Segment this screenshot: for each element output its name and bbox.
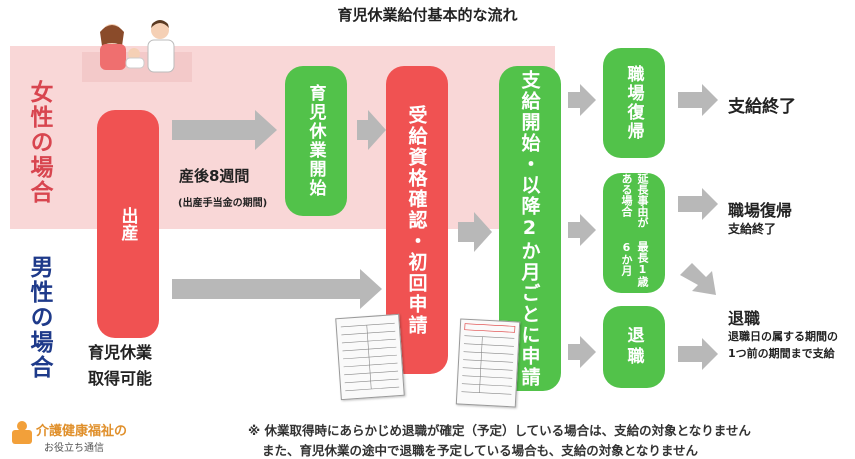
arrow-return-to-end — [678, 84, 718, 116]
payment-end-label: 支給終了 — [728, 97, 796, 117]
male-case-label: 男性の場合 — [26, 255, 52, 380]
retire-label: 退職 — [728, 309, 761, 328]
payment-start-box: 支給開始・以降2か月ごとに申請 — [499, 66, 561, 391]
return-work-label: 職場復帰 — [728, 201, 793, 220]
arrow-payment-to-extension — [568, 214, 596, 246]
arrow-birth-to-leave — [172, 110, 277, 150]
extension-box: 延長事由がある場合 最長1歳6か月 — [603, 173, 665, 293]
flow-arrows — [172, 84, 718, 370]
male-leave-line1: 育児休業 — [88, 343, 153, 362]
arrow-retire-to-end — [678, 338, 718, 370]
arrow-extension-to-retire — [680, 263, 716, 295]
retire-box: 退職 — [603, 306, 665, 388]
male-leave-available: 育児休業 取得可能 — [88, 340, 152, 392]
arrow-extension-to-return — [678, 188, 718, 220]
birth-box: 出産 — [97, 110, 159, 338]
retire-sub-label: 退職日の属する期間の 1つ前の期間まで支給 — [728, 328, 838, 362]
application-form-image — [335, 313, 405, 401]
note-line-1: ※ 休業取得時にあらかじめ退職が確定（予定）している場合は、支給の対象となりませ… — [248, 423, 751, 438]
maternity-allowance-note: (出産手当金の期間) — [178, 198, 268, 209]
extension-reason-text: 延長事由がある場合 — [620, 173, 649, 228]
retire-sub-line1: 退職日の属する期間の — [728, 330, 838, 343]
leave-start-box: 育児休業開始 — [285, 66, 347, 216]
arrow-payment-to-return — [568, 84, 596, 116]
arrow-male-to-confirm — [172, 269, 382, 309]
return-work-sub-label: 支給終了 — [728, 222, 777, 236]
female-case-label: 女性の場合 — [26, 80, 52, 205]
extension-limit-text: 最長1歳6か月 — [620, 240, 649, 287]
diagram-title: 育児休業給付基本的な流れ — [337, 6, 518, 24]
logo-sub-text: お役立ち通信 — [44, 443, 104, 454]
return-work-box: 職場復帰 — [603, 48, 665, 158]
logo-icon — [12, 421, 32, 444]
family-illustration — [82, 20, 192, 82]
male-leave-line2: 取得可能 — [88, 369, 153, 388]
postpartum-8weeks-label: 産後8週間 — [179, 167, 250, 185]
application-form-image-2 — [455, 318, 521, 408]
retire-sub-line2: 1つ前の期間まで支給 — [728, 347, 835, 360]
logo-main-text: 介護健康福祉の — [36, 424, 128, 439]
note-line-2: また、育児休業の途中で退職を予定している場合も、支給の対象となりません — [262, 443, 699, 458]
arrow-leave-to-confirm — [357, 110, 386, 150]
arrow-payment-to-retire — [568, 336, 596, 368]
arrow-confirm-to-payment — [458, 212, 492, 252]
